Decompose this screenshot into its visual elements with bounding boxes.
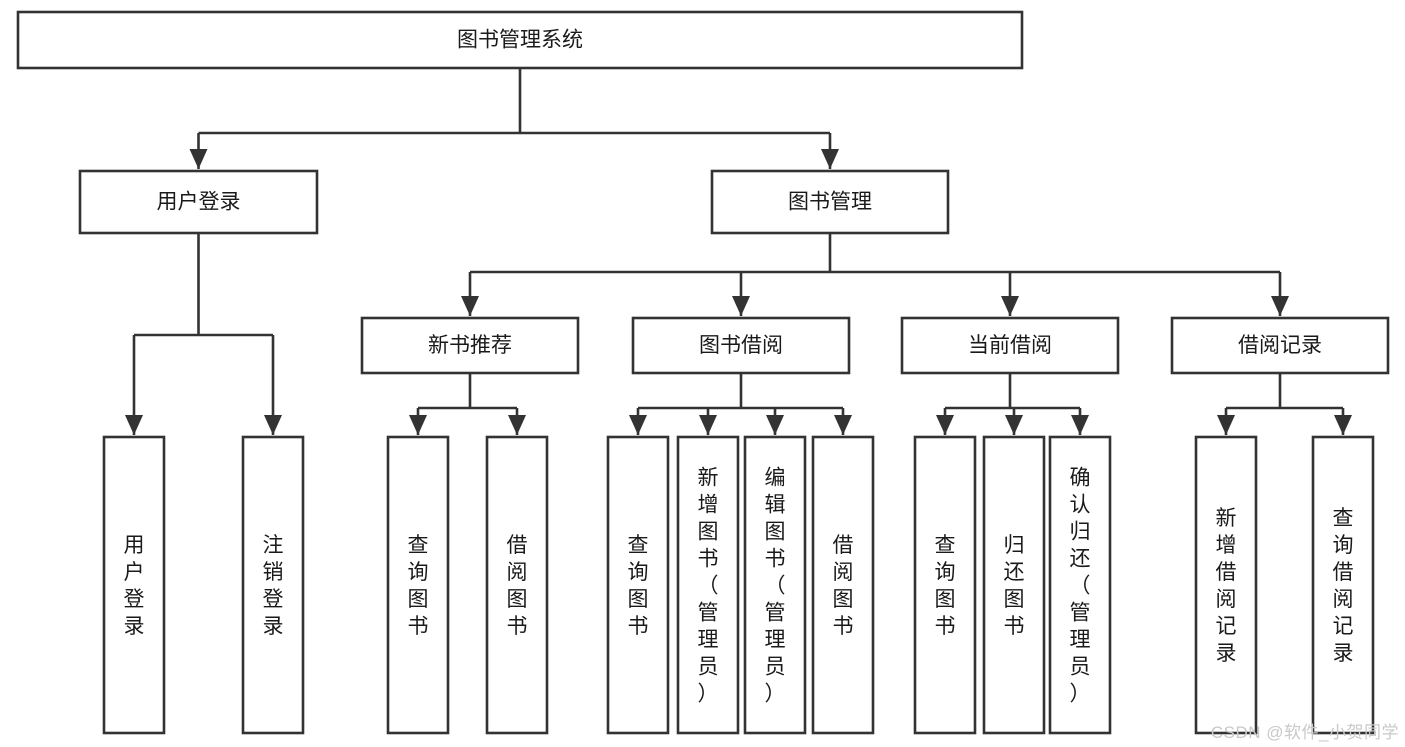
node-label: 借阅记录 (1238, 334, 1322, 357)
node-leaf-4[interactable]: 查询图书 (606, 435, 670, 735)
node-label: 新增借阅记录 (1216, 507, 1237, 665)
node-label: 借阅图书 (833, 534, 854, 638)
connector-layer (125, 68, 1352, 435)
node-leaf-12[interactable]: 查询借阅记录 (1311, 435, 1375, 735)
node-level3-0[interactable]: 新书推荐 (360, 316, 580, 375)
node-leaf-8[interactable]: 查询图书 (913, 435, 977, 735)
node-label: 新书推荐 (428, 334, 512, 357)
node-label: 用户登录 (157, 191, 241, 214)
arrow-head-icon (766, 415, 784, 435)
arrow-head-icon (1005, 415, 1023, 435)
arrow-head-icon (834, 415, 852, 435)
node-label: 归还图书 (1004, 534, 1025, 638)
arrow-head-icon (508, 415, 526, 435)
node-label: 图书借阅 (699, 334, 783, 357)
node-label: 新增图书（管理员） (698, 467, 719, 706)
node-level2-1[interactable]: 图书管理 (710, 169, 950, 235)
arrow-head-icon (1334, 415, 1352, 435)
node-leaf-7[interactable]: 借阅图书 (811, 435, 875, 735)
node-label: 查询图书 (628, 534, 649, 638)
arrow-head-icon (936, 415, 954, 435)
node-label: 查询借阅记录 (1333, 507, 1354, 665)
node-label: 编辑图书（管理员） (765, 467, 786, 706)
node-layer: 图书管理系统用户登录图书管理新书推荐图书借阅当前借阅借阅记录用户登录注销登录查询… (16, 10, 1390, 735)
arrow-head-icon (732, 296, 750, 316)
node-leaf-2[interactable]: 查询图书 (386, 435, 450, 735)
node-level3-2[interactable]: 当前借阅 (900, 316, 1120, 375)
node-label: 注销登录 (263, 534, 284, 638)
node-label: 当前借阅 (968, 334, 1052, 357)
node-level3-3[interactable]: 借阅记录 (1170, 316, 1390, 375)
arrow-head-icon (629, 415, 647, 435)
arrow-head-icon (189, 149, 208, 169)
node-leaf-6[interactable]: 编辑图书（管理员） (743, 435, 807, 735)
node-label: 借阅图书 (507, 534, 528, 638)
arrow-head-icon (1271, 296, 1289, 316)
node-leaf-0[interactable]: 用户登录 (102, 435, 166, 735)
node-level2-0[interactable]: 用户登录 (78, 169, 319, 235)
node-leaf-10[interactable]: 确认归还（管理员） (1048, 435, 1112, 735)
csdn-watermark: CSDN @软件_小贺同学 (1210, 723, 1399, 742)
arrow-head-icon (264, 415, 282, 435)
arrow-head-icon (461, 296, 479, 316)
node-leaf-1[interactable]: 注销登录 (241, 435, 305, 735)
node-level3-1[interactable]: 图书借阅 (631, 316, 851, 375)
node-leaf-11[interactable]: 新增借阅记录 (1194, 435, 1258, 735)
arrow-head-icon (821, 149, 839, 169)
arrow-head-icon (1217, 415, 1235, 435)
node-label: 图书管理系统 (457, 29, 583, 52)
arrow-head-icon (699, 415, 717, 435)
node-root-library-system[interactable]: 图书管理系统 (16, 10, 1024, 70)
node-label: 图书管理 (788, 191, 872, 214)
arrow-head-icon (1001, 296, 1019, 316)
arrow-head-icon (409, 415, 427, 435)
node-label: 用户登录 (124, 534, 145, 638)
node-leaf-5[interactable]: 新增图书（管理员） (676, 435, 740, 735)
node-label: 查询图书 (935, 534, 956, 638)
node-label: 确认归还（管理员） (1070, 467, 1091, 706)
arrow-head-icon (1071, 415, 1089, 435)
node-label: 查询图书 (408, 534, 429, 638)
node-leaf-9[interactable]: 归还图书 (982, 435, 1046, 735)
arrow-head-icon (125, 415, 143, 435)
node-leaf-3[interactable]: 借阅图书 (485, 435, 549, 735)
